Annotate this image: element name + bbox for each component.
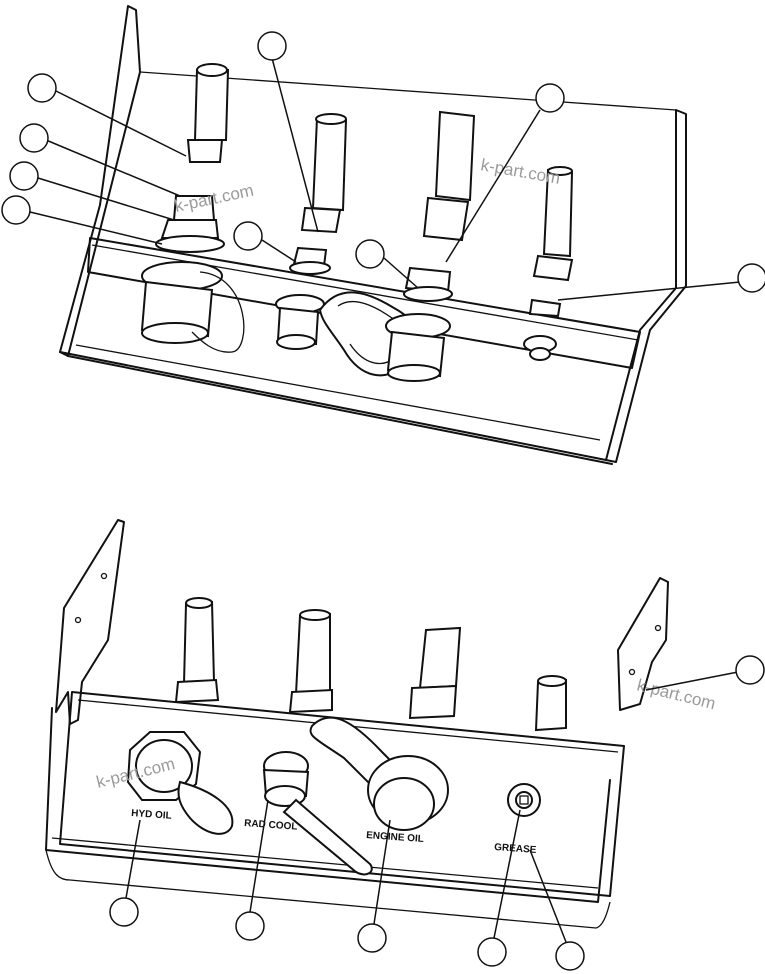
bottom-hose-4 xyxy=(534,675,567,732)
callout-balloon xyxy=(19,123,49,153)
engine-oil-cap xyxy=(367,755,449,831)
top-left-bracket xyxy=(59,5,141,357)
top-cap-engine xyxy=(385,313,451,382)
top-assembly: k-part.com k-part.com xyxy=(1,5,765,465)
top-tray xyxy=(59,351,613,465)
top-hose-3 xyxy=(403,110,476,302)
bottom-tray xyxy=(45,707,611,903)
callout-balloon xyxy=(27,73,57,103)
top-grease-fitting xyxy=(523,335,557,361)
hyd-oil-cap xyxy=(126,731,234,835)
label-hyd-oil: HYD OIL xyxy=(131,808,172,822)
top-hose-1 xyxy=(155,63,230,253)
grease-fitting xyxy=(507,783,541,817)
callout-balloon xyxy=(233,221,263,251)
bottom-hose-2 xyxy=(288,609,333,714)
bottom-face-plate xyxy=(59,691,625,897)
callout-balloon xyxy=(737,263,765,293)
callout-balloon xyxy=(109,897,139,927)
callout-balloon xyxy=(477,937,507,967)
top-face-plate xyxy=(87,237,641,369)
top-leaders xyxy=(29,57,741,301)
callout-balloon xyxy=(535,83,565,113)
watermark-bottom-right: k-part.com xyxy=(635,675,718,713)
callout-balloon xyxy=(355,239,385,269)
bottom-right-bracket xyxy=(617,577,669,711)
callout-balloon xyxy=(9,161,39,191)
callout-balloon xyxy=(1,195,31,225)
bottom-hose-1 xyxy=(174,597,220,704)
callout-balloon xyxy=(357,923,387,953)
top-hose-4 xyxy=(528,166,574,318)
bottom-left-bracket xyxy=(55,519,125,725)
top-right-bracket xyxy=(605,109,687,463)
top-cap-rad xyxy=(275,294,325,350)
bottom-hose-3 xyxy=(408,626,462,720)
label-rad-cool: RAD COOL xyxy=(244,818,298,833)
callout-balloon xyxy=(235,911,265,941)
bottom-assembly: HYD OIL RAD COOL ENGINE OIL GREASE k-par… xyxy=(45,519,765,971)
callout-balloon xyxy=(555,941,585,971)
callout-balloon xyxy=(257,31,287,61)
rad-cool-cap xyxy=(262,751,310,807)
top-hose-2 xyxy=(289,113,348,275)
watermark-top-right: k-part.com xyxy=(479,155,561,188)
top-cap-hyd xyxy=(140,261,245,353)
callout-balloon xyxy=(735,655,765,685)
label-grease: GREASE xyxy=(494,842,537,856)
bottom-leaders xyxy=(125,671,739,943)
label-engine-oil: ENGINE OIL xyxy=(366,830,424,845)
